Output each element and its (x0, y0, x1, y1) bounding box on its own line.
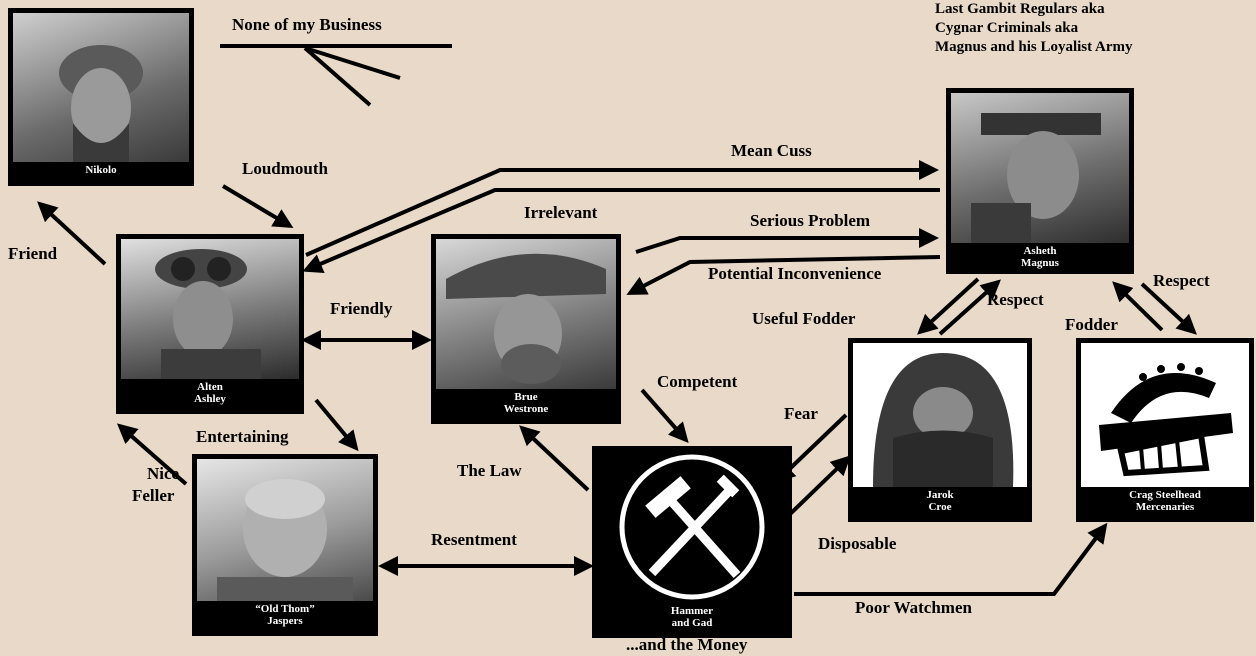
disposable-arrow (784, 455, 851, 520)
brue-portrait-image (436, 239, 616, 389)
label-feller: Feller (132, 486, 175, 505)
label-loudmouth: Loudmouth (242, 159, 328, 178)
label-irrelevant: Irrelevant (524, 203, 598, 222)
label-none-of-my-business: None of my Business (232, 15, 382, 34)
face-sketch-icon (873, 353, 1014, 487)
hammer-gad-emblem (597, 451, 787, 603)
alten-portrait-image (121, 239, 299, 379)
label-resentment: Resentment (431, 530, 517, 549)
label-mean-cuss: Mean Cuss (731, 141, 812, 160)
group-heading: Last Gambit Regulars aka Cygnar Criminal… (935, 1, 1133, 55)
label-competent: Competent (657, 372, 738, 391)
thom-portrait-image (197, 459, 373, 601)
label-fodder: Fodder (1065, 315, 1118, 334)
nikolo-caption: Nikolo (85, 164, 117, 176)
label-potential-inconvenience: Potential Inconvenience (708, 264, 882, 283)
label-disposable: Disposable (818, 534, 897, 553)
crag-emblem (1081, 343, 1249, 487)
face-sketch-icon (971, 113, 1101, 243)
face-sketch-icon (217, 479, 353, 601)
asheth-portrait-image (951, 93, 1129, 243)
poor-watchmen-arrow (794, 522, 1108, 596)
crag-steelhead-logo-icon (1099, 363, 1233, 477)
the-law-arrow (519, 425, 590, 492)
label-serious-problem: Serious Problem (750, 211, 871, 230)
irrelevant-arrow (302, 188, 940, 273)
label-respect-2: Respect (1153, 271, 1210, 290)
potential-inconvenience-arrow (626, 255, 941, 295)
label-poor-watchmen: Poor Watchmen (855, 598, 972, 617)
label-friendly: Friendly (330, 299, 393, 318)
face-sketch-icon (59, 45, 143, 162)
competent-arrow (640, 388, 689, 444)
nice-feller-arrow (116, 423, 188, 486)
label-fear: Fear (784, 404, 818, 423)
label-useful-fodder: Useful Fodder (752, 309, 856, 328)
label-friend: Friend (8, 244, 58, 263)
none-of-my-business-branch-2 (303, 46, 372, 107)
nikolo-portrait-image (13, 13, 189, 162)
useful-fodder-arrow (917, 277, 980, 335)
hammer-and-gad-logo-icon (619, 454, 765, 600)
node-old-thom-jaspers: “Old Thom”Jaspers (192, 454, 378, 636)
label-and-the-money: ...and the Money (626, 635, 748, 654)
label-respect-1: Respect (987, 290, 1044, 309)
jarok-portrait-image (853, 343, 1027, 487)
respect-arrow-1 (938, 279, 1001, 336)
face-sketch-icon (446, 253, 606, 384)
fodder-arrow (1112, 281, 1164, 332)
friend-arrow (37, 201, 107, 266)
none-of-my-business-branch-1 (304, 46, 401, 80)
face-sketch-icon (155, 249, 261, 379)
serious-problem-arrow (635, 228, 939, 254)
node-nikolo: Nikolo (8, 8, 194, 186)
loudmouth-arrow (221, 184, 294, 229)
entertaining-arrow (314, 398, 359, 452)
label-entertaining: Entertaining (196, 427, 289, 446)
label-the-law: The Law (457, 461, 522, 480)
label-nice: Nice (147, 464, 180, 483)
mean-cuss-arrow (305, 160, 939, 257)
thom-caption: “Old Thom”Jaspers (255, 603, 315, 627)
respect-arrow-2 (1140, 282, 1197, 335)
